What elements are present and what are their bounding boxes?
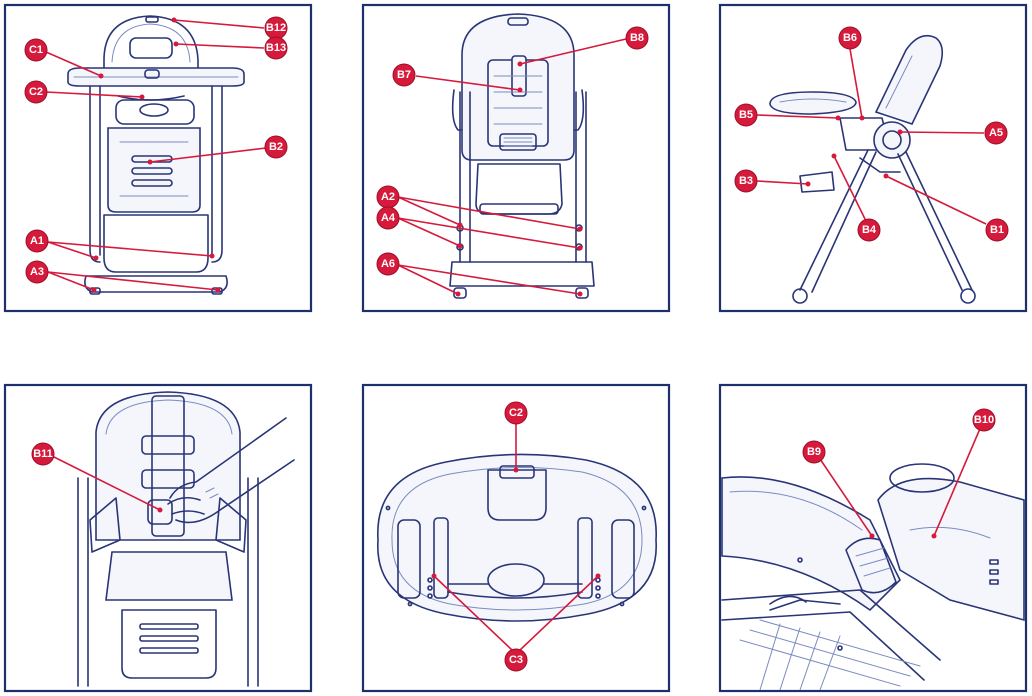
svg-text:B2: B2 [269,141,283,153]
svg-text:A6: A6 [381,258,395,270]
svg-text:C2: C2 [29,86,43,98]
label-C3: C3 [504,648,528,672]
svg-text:B10: B10 [974,414,994,426]
svg-text:A2: A2 [381,191,395,203]
panel-back-view: B8 B7 A2 A4 A6 [361,3,671,313]
svg-text:B1: B1 [990,224,1004,236]
label-B13: B13 [264,36,288,60]
svg-text:A1: A1 [30,235,44,247]
svg-text:B3: B3 [739,175,753,187]
svg-text:A3: A3 [30,266,44,278]
label-A6: A6 [376,252,400,276]
svg-text:B5: B5 [739,109,753,121]
label-B12: B12 [264,16,288,40]
svg-text:B8: B8 [630,32,644,44]
svg-text:B7: B7 [397,69,411,81]
svg-text:B11: B11 [33,448,53,460]
label-B2: B2 [264,135,288,159]
svg-text:B4: B4 [862,224,877,236]
label-A5: A5 [984,121,1008,145]
panel-side-view: B6 B5 A5 B3 B4 B1 [718,3,1028,313]
svg-text:B9: B9 [807,446,821,458]
label-B11: B11 [31,442,55,466]
label-B8: B8 [625,26,649,50]
label-B5: B5 [734,103,758,127]
label-C2: C2 [24,80,48,104]
label-C1: C1 [24,38,48,62]
label-B4: B4 [857,218,881,242]
label-B1: B1 [985,218,1009,242]
panel-tray-underside: C2 C3 [361,383,671,693]
label-C2-tray: C2 [504,401,528,425]
panel-detail-closeup: B9 B10 [718,383,1028,693]
label-B7: B7 [392,63,416,87]
label-B6: B6 [838,26,862,50]
label-A2: A2 [376,185,400,209]
label-A4: A4 [376,206,400,230]
panel-harness-buckle: B11 [3,383,313,693]
svg-text:B6: B6 [843,32,857,44]
svg-text:B12: B12 [266,22,286,34]
svg-text:B13: B13 [266,42,286,54]
svg-text:C1: C1 [29,44,43,56]
label-B9: B9 [802,440,826,464]
label-B10: B10 [972,408,996,432]
label-A3: A3 [25,260,49,284]
svg-text:C2: C2 [509,407,523,419]
svg-text:A4: A4 [381,212,396,224]
label-A1: A1 [25,229,49,253]
label-B3: B3 [734,169,758,193]
svg-text:C3: C3 [509,654,523,666]
panel-front-view: B12 B13 C1 C2 B2 A1 A3 [3,3,313,313]
svg-text:A5: A5 [989,127,1003,139]
